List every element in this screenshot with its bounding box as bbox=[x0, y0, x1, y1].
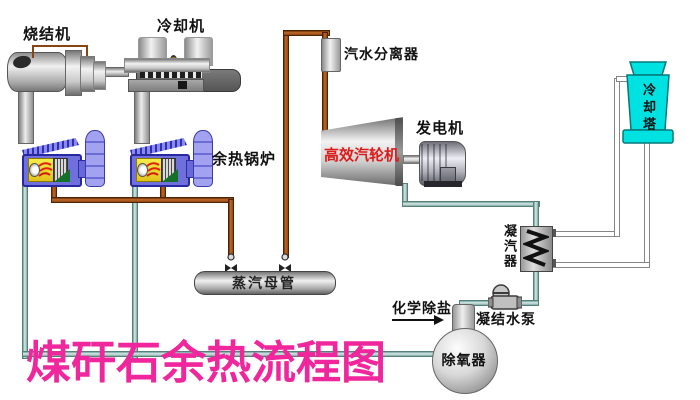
turbine-exhaust-band bbox=[395, 118, 403, 186]
sintering-pipe-loop bbox=[32, 45, 88, 58]
cooler-top-deck bbox=[124, 58, 210, 73]
generator-label: 发电机 bbox=[416, 120, 465, 137]
steam-pipe-to-header-left bbox=[228, 199, 234, 258]
steam-header-label: 蒸汽母管 bbox=[232, 275, 296, 291]
exhaust-pipe-horizontal bbox=[402, 201, 540, 207]
cooling-tower-label: 冷却塔 bbox=[640, 83, 656, 134]
generator-base bbox=[424, 181, 462, 187]
valve-icon bbox=[279, 253, 291, 272]
cooling-tower bbox=[622, 61, 674, 144]
diagram-title: 煤矸石余热流程图 bbox=[26, 338, 387, 388]
steam-pipe-collector-run bbox=[51, 197, 234, 203]
cooling-pipe-condenser-bottom bbox=[552, 262, 650, 268]
valve-icon bbox=[225, 253, 237, 272]
boiler2-burner-eye bbox=[137, 163, 148, 177]
condenser-coil bbox=[523, 229, 549, 267]
condensate-pump-icon bbox=[488, 284, 522, 310]
condenser-label: 凝汽器 bbox=[501, 224, 517, 269]
waste-heat-boiler-label: 余热锅炉 bbox=[212, 151, 277, 168]
boiler2-flame-icon bbox=[146, 162, 161, 177]
sintering-coupling bbox=[93, 61, 106, 90]
flue-pipe-cooler-to-boiler2 bbox=[134, 90, 150, 144]
steam-pipe-top-run bbox=[283, 30, 330, 36]
cooling-pipe-riser-right bbox=[644, 142, 650, 268]
flow-arrow-icon bbox=[392, 315, 444, 325]
chemical-desalination-label: 化学除盐 bbox=[392, 300, 452, 316]
cooler-hatch bbox=[178, 81, 187, 89]
boiler1-burner-eye bbox=[29, 163, 40, 177]
turbine-label: 高效汽轮机 bbox=[324, 147, 400, 164]
cooler-grate-track bbox=[140, 72, 202, 78]
condensate-pump-label: 凝结水泵 bbox=[476, 311, 536, 327]
boiler1-drum-cylinder bbox=[85, 130, 105, 187]
cooling-machine-label: 冷却机 bbox=[157, 18, 206, 35]
separator-vessel bbox=[321, 38, 341, 72]
deaerator-label: 除氧器 bbox=[441, 352, 487, 368]
sintering-machine-label: 烧结机 bbox=[23, 26, 72, 43]
cooler-lower-deck bbox=[128, 79, 204, 92]
flue-pipe-sinter-to-boiler1 bbox=[18, 86, 34, 144]
boiler1-flame-icon bbox=[38, 162, 53, 177]
deaerator-sphere bbox=[432, 328, 498, 394]
steam-pipe-header-riser bbox=[283, 32, 289, 258]
cooling-pipe-condenser-top bbox=[552, 231, 620, 237]
steam-header-vessel bbox=[194, 271, 336, 295]
boiler2-drum-cylinder bbox=[193, 130, 213, 187]
separator-label: 汽水分离器 bbox=[344, 46, 419, 62]
